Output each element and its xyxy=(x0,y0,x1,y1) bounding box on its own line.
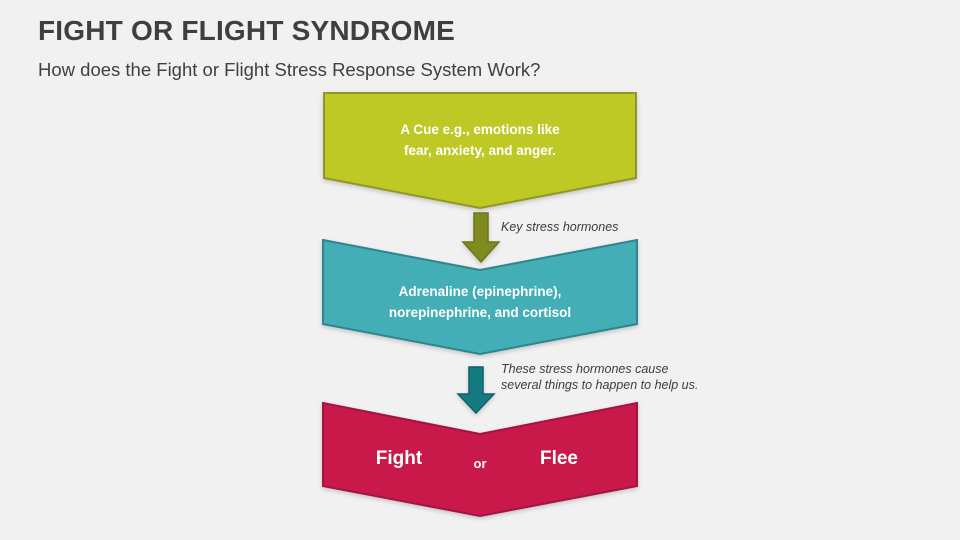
fight-label: Fight xyxy=(375,448,423,469)
cue-chevron xyxy=(323,92,637,210)
down-arrow-icon xyxy=(456,366,496,415)
cue-text-line2: fear, anxiety, and anger. xyxy=(403,143,557,158)
cue-chevron-shape xyxy=(323,92,637,210)
or-label: or xyxy=(473,456,487,471)
cue-text-line1: A Cue e.g., emotions like xyxy=(400,122,560,137)
down-arrow-2-shape xyxy=(456,366,496,415)
slide-subtitle: How does the Fight or Flight Stress Resp… xyxy=(38,59,541,80)
hormones-text-line1: Adrenaline (epinephrine), xyxy=(398,284,562,299)
flee-label: Flee xyxy=(539,448,579,469)
hormones-chevron-shape xyxy=(322,239,638,356)
arrow1-annotation: Key stress hormones xyxy=(501,220,619,234)
arrow2-annotation-line1: These stress hormones cause xyxy=(501,362,669,376)
response-chevron-shape xyxy=(322,402,638,518)
down-arrow-icon xyxy=(461,212,501,264)
response-chevron xyxy=(322,402,638,518)
arrow2-annotation-line2: several things to happen to help us. xyxy=(501,378,699,392)
cue-text: A Cue e.g., emotions like fear, anxiety,… xyxy=(322,119,638,161)
slide-title: FIGHT OR FLIGHT SYNDROME xyxy=(38,15,456,46)
hormones-text: Adrenaline (epinephrine), norepinephrine… xyxy=(322,281,638,323)
down-arrow-1-shape xyxy=(461,212,501,264)
arrow2-annotation: These stress hormones cause several thin… xyxy=(501,361,698,393)
hormones-chevron xyxy=(322,239,638,356)
hormones-text-line2: norepinephrine, and cortisol xyxy=(388,305,572,320)
